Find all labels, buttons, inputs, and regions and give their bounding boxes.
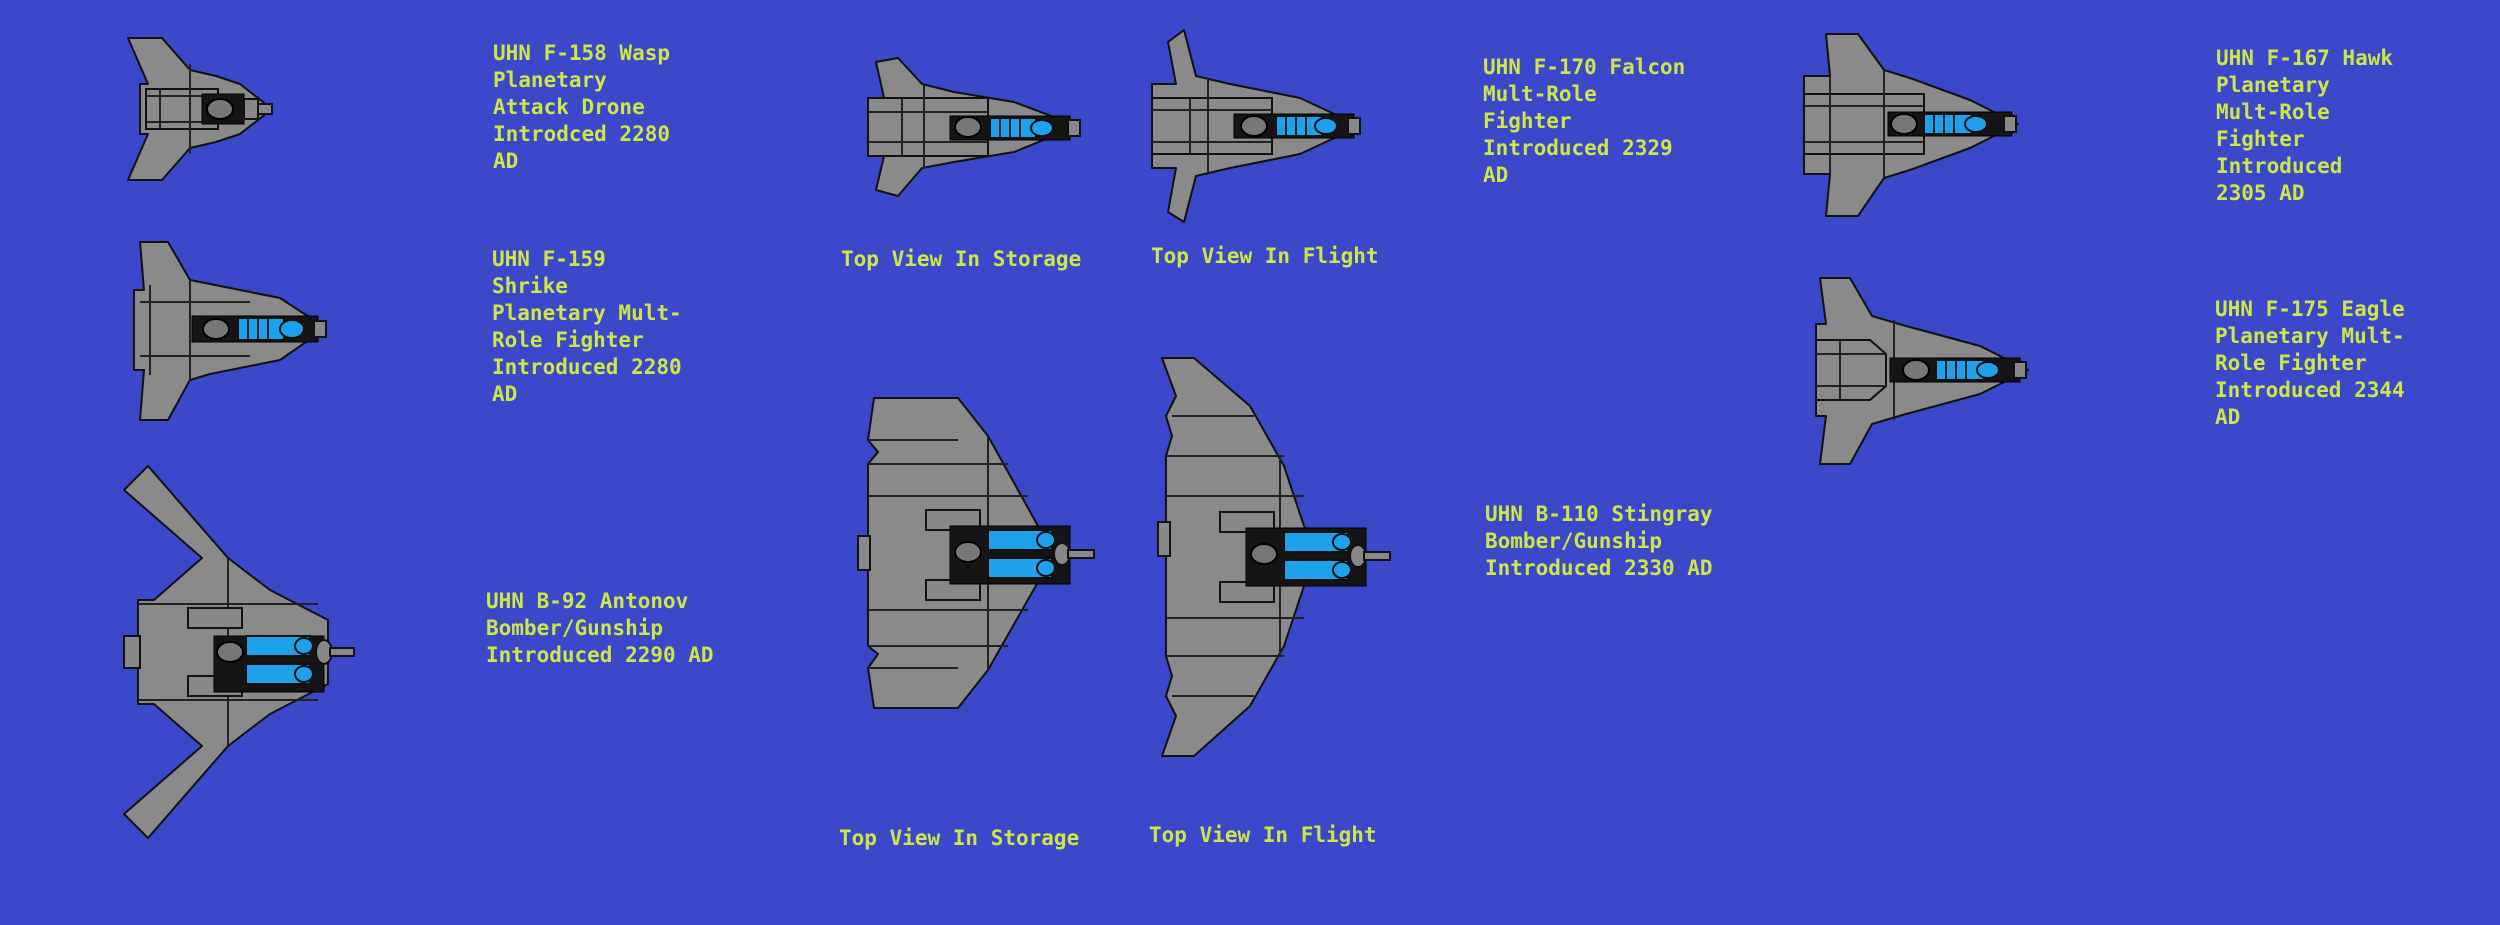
shrike-label: UHN F-159 Shrike Planetary Mult- Role Fi… [492, 247, 682, 406]
stingray-label: UHN B-110 Stingray Bomber/Gunship Introd… [1485, 502, 1713, 580]
wasp-drone-diagram [127, 37, 273, 181]
eagle-label: UHN F-175 Eagle Planetary Mult- Role Fig… [2215, 297, 2405, 429]
falcon-flight-caption: Top View In Flight [1151, 244, 1379, 268]
stingray-flight-caption: Top View In Flight [1149, 823, 1377, 847]
falcon-storage-diagram [867, 57, 1081, 197]
stingray-storage-caption: Top View In Storage [839, 826, 1080, 850]
eagle-fighter-diagram [1815, 277, 2029, 465]
falcon-flight-diagram [1151, 29, 1361, 223]
stingray-storage-diagram [857, 397, 1095, 709]
stingray-flight-diagram [1157, 357, 1391, 757]
antonov-bomber-diagram [123, 465, 355, 839]
falcon-storage-caption: Top View In Storage [841, 247, 1082, 271]
antonov-label: UHN B-92 Antonov Bomber/Gunship Introduc… [486, 589, 714, 667]
falcon-label: UHN F-170 Falcon Mult-Role Fighter Intro… [1483, 55, 1686, 187]
wasp-label: UHN F-158 Wasp Planetary Attack Drone In… [493, 41, 671, 173]
shrike-fighter-diagram [133, 241, 327, 421]
hawk-fighter-diagram [1803, 33, 2019, 217]
hawk-label: UHN F-167 Hawk Planetary Mult-Role Fight… [2216, 46, 2394, 205]
